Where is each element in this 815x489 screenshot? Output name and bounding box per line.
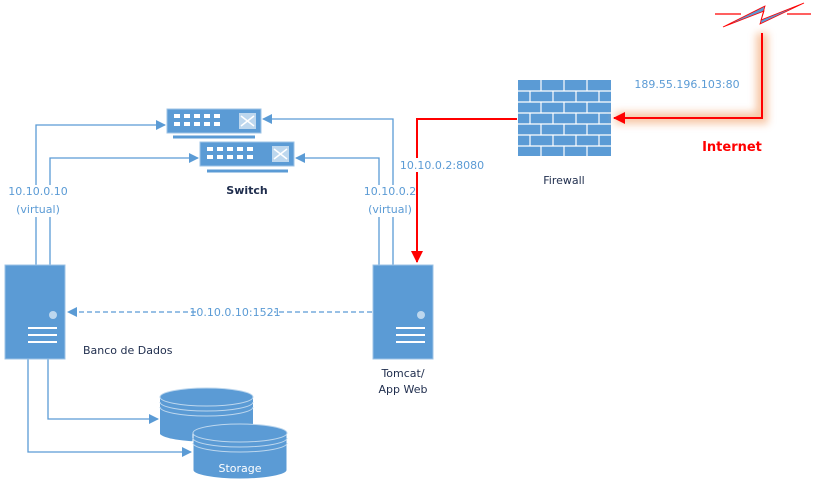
app-ip-note: (virtual)	[368, 203, 412, 216]
db-to-storage1-link	[47, 359, 159, 424]
database-server-label: Banco de Dados	[83, 344, 173, 357]
internet-to-firewall-link	[613, 33, 763, 124]
switch-icon	[166, 108, 295, 173]
db-to-switch1-link	[35, 120, 166, 265]
firewall-icon	[518, 80, 611, 156]
app-server-label-1: Tomcat/	[380, 367, 424, 380]
internet-link-glow	[615, 33, 768, 124]
db-ip-note: (virtual)	[16, 203, 60, 216]
app-ip-label: 10.10.0.2	[364, 185, 416, 198]
firewall-to-app-link	[411, 118, 517, 263]
internet-lightning-icon	[715, 2, 811, 28]
db-to-switch2-link	[49, 153, 199, 265]
switch-label: Switch	[226, 184, 267, 197]
db-ip-label: 10.10.0.10	[8, 185, 67, 198]
switch-2	[199, 141, 295, 173]
switch-1	[166, 108, 262, 139]
db-connection-label: 10.10.0.10:1521	[189, 306, 280, 319]
database-server-icon	[4, 264, 66, 360]
app-to-switch2-link	[295, 153, 380, 265]
storage-disk-2	[192, 423, 288, 480]
firewall-label: Firewall	[543, 174, 584, 187]
public-address-label: 189.55.196.103:80	[634, 78, 739, 91]
internet-label: Internet	[702, 140, 762, 155]
app-server-icon	[372, 264, 434, 360]
app-server-label-2: App Web	[379, 383, 428, 396]
nat-target-label: 10.10.0.2:8080	[400, 159, 484, 172]
storage-label: Storage	[218, 462, 261, 475]
storage-icon	[159, 387, 288, 480]
db-to-storage2-link	[27, 359, 192, 457]
